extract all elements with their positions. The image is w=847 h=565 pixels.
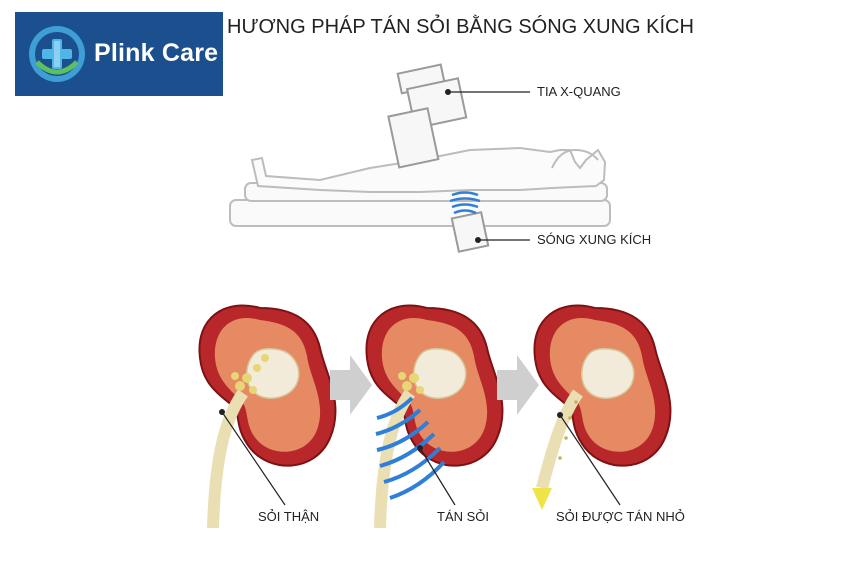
medical-cross-icon bbox=[29, 26, 85, 82]
treatment-bed bbox=[229, 199, 611, 227]
label-xray: TIA X-QUANG bbox=[537, 84, 621, 99]
kidney-with-stone bbox=[198, 304, 337, 529]
kidney-fragmented-stones bbox=[532, 304, 672, 510]
label-shockwave: SÓNG XUNG KÍCH bbox=[537, 232, 652, 247]
page-title: HƯƠNG PHÁP TÁN SỎI BẰNG SÓNG XUNG KÍCH bbox=[227, 16, 694, 38]
xray-device bbox=[387, 63, 468, 169]
patient-body bbox=[250, 146, 607, 193]
step-arrow-icon bbox=[330, 355, 372, 415]
plink-care-logo: Plink Care bbox=[15, 12, 223, 96]
logo-text: Plink Care bbox=[94, 39, 219, 67]
step-arrow-icon bbox=[497, 355, 539, 415]
label-lithotripsy: TÁN SỎI bbox=[437, 509, 490, 524]
shockwaves bbox=[375, 396, 446, 500]
label-fragmented: SỎI ĐƯỢC TÁN NHỎ bbox=[556, 509, 685, 524]
kidney-lithotripsy bbox=[365, 304, 504, 529]
patient-head-outline bbox=[551, 148, 599, 169]
label-kidney-stone: SỎI THẬN bbox=[258, 509, 320, 524]
flow-arrow-icon bbox=[532, 488, 552, 510]
